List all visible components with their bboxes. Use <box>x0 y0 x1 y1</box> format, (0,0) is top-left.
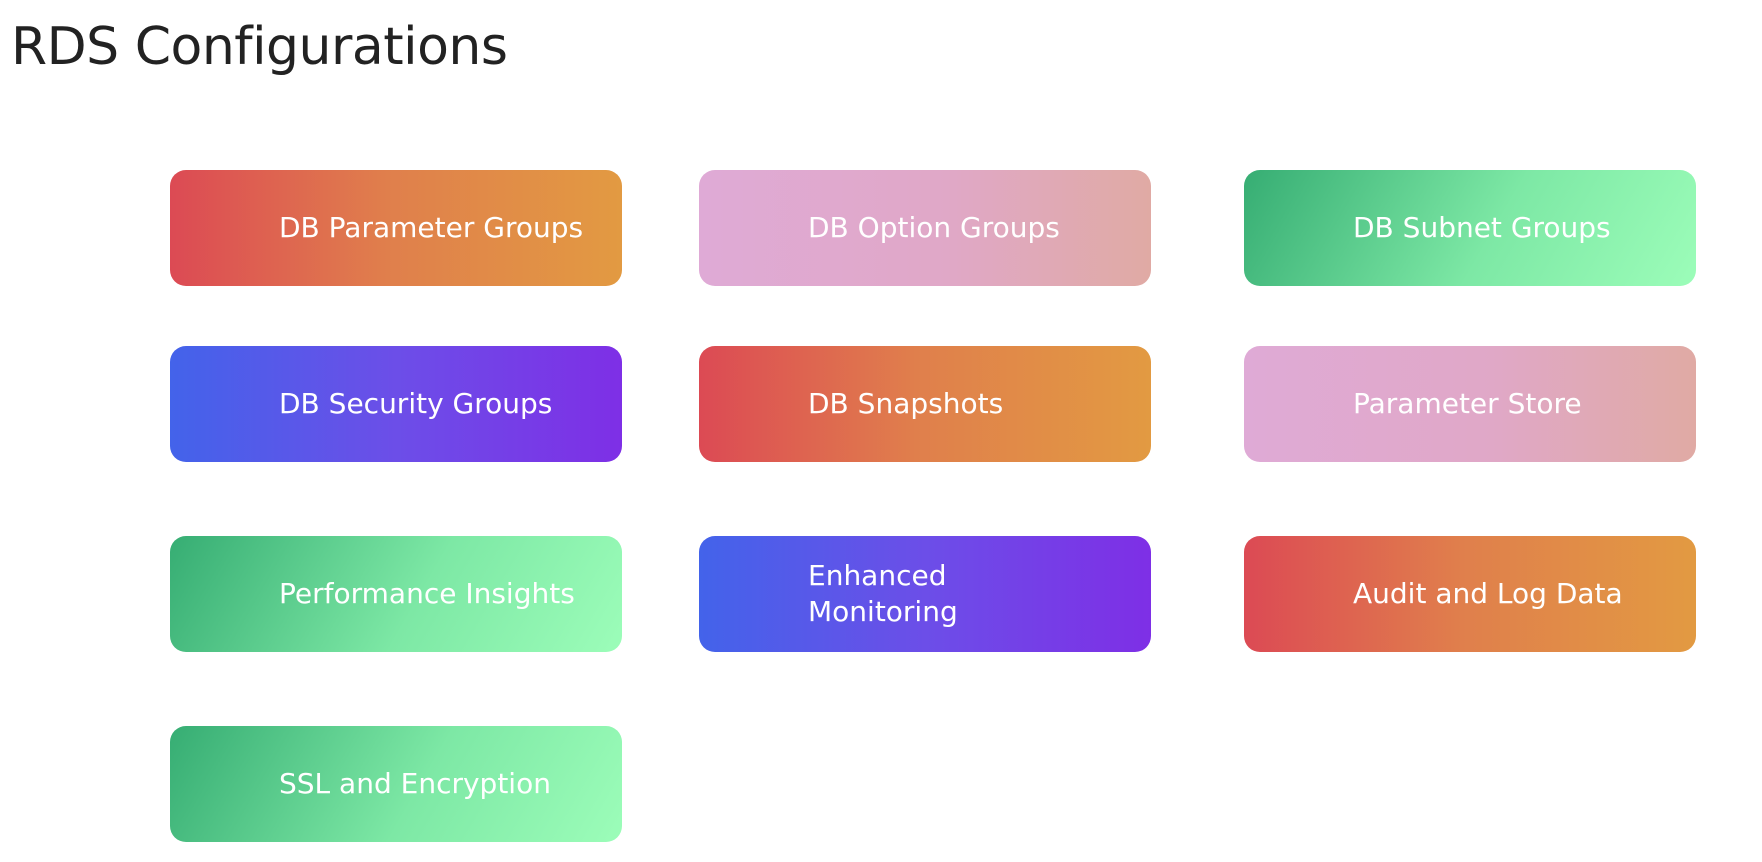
card-db-parameter-groups: DB Parameter Groups <box>170 170 622 286</box>
card-label: DB Subnet Groups <box>1353 210 1611 244</box>
card-ssl-and-encryption: SSL and Encryption <box>170 726 622 842</box>
card-parameter-store: Parameter Store <box>1244 346 1696 462</box>
card-db-snapshots: DB Snapshots <box>699 346 1151 462</box>
card-label: DB Parameter Groups <box>279 210 584 244</box>
card-label: SSL and Encryption <box>279 766 551 800</box>
card-label: DB Snapshots <box>808 386 1004 420</box>
card-label: Audit and Log Data <box>1353 576 1623 610</box>
card-label: Performance Insights <box>279 576 575 610</box>
card-label: Enhanced Monitoring <box>808 558 958 628</box>
page-title: RDS Configurations <box>11 17 508 77</box>
card-performance-insights: Performance Insights <box>170 536 622 652</box>
card-enhanced-monitoring: Enhanced Monitoring <box>699 536 1151 652</box>
card-label: DB Option Groups <box>808 210 1060 244</box>
card-db-option-groups: DB Option Groups <box>699 170 1151 286</box>
card-label: Parameter Store <box>1353 386 1582 420</box>
card-label: DB Security Groups <box>279 386 553 420</box>
card-db-subnet-groups: DB Subnet Groups <box>1244 170 1696 286</box>
card-db-security-groups: DB Security Groups <box>170 346 622 462</box>
card-audit-and-log-data: Audit and Log Data <box>1244 536 1696 652</box>
